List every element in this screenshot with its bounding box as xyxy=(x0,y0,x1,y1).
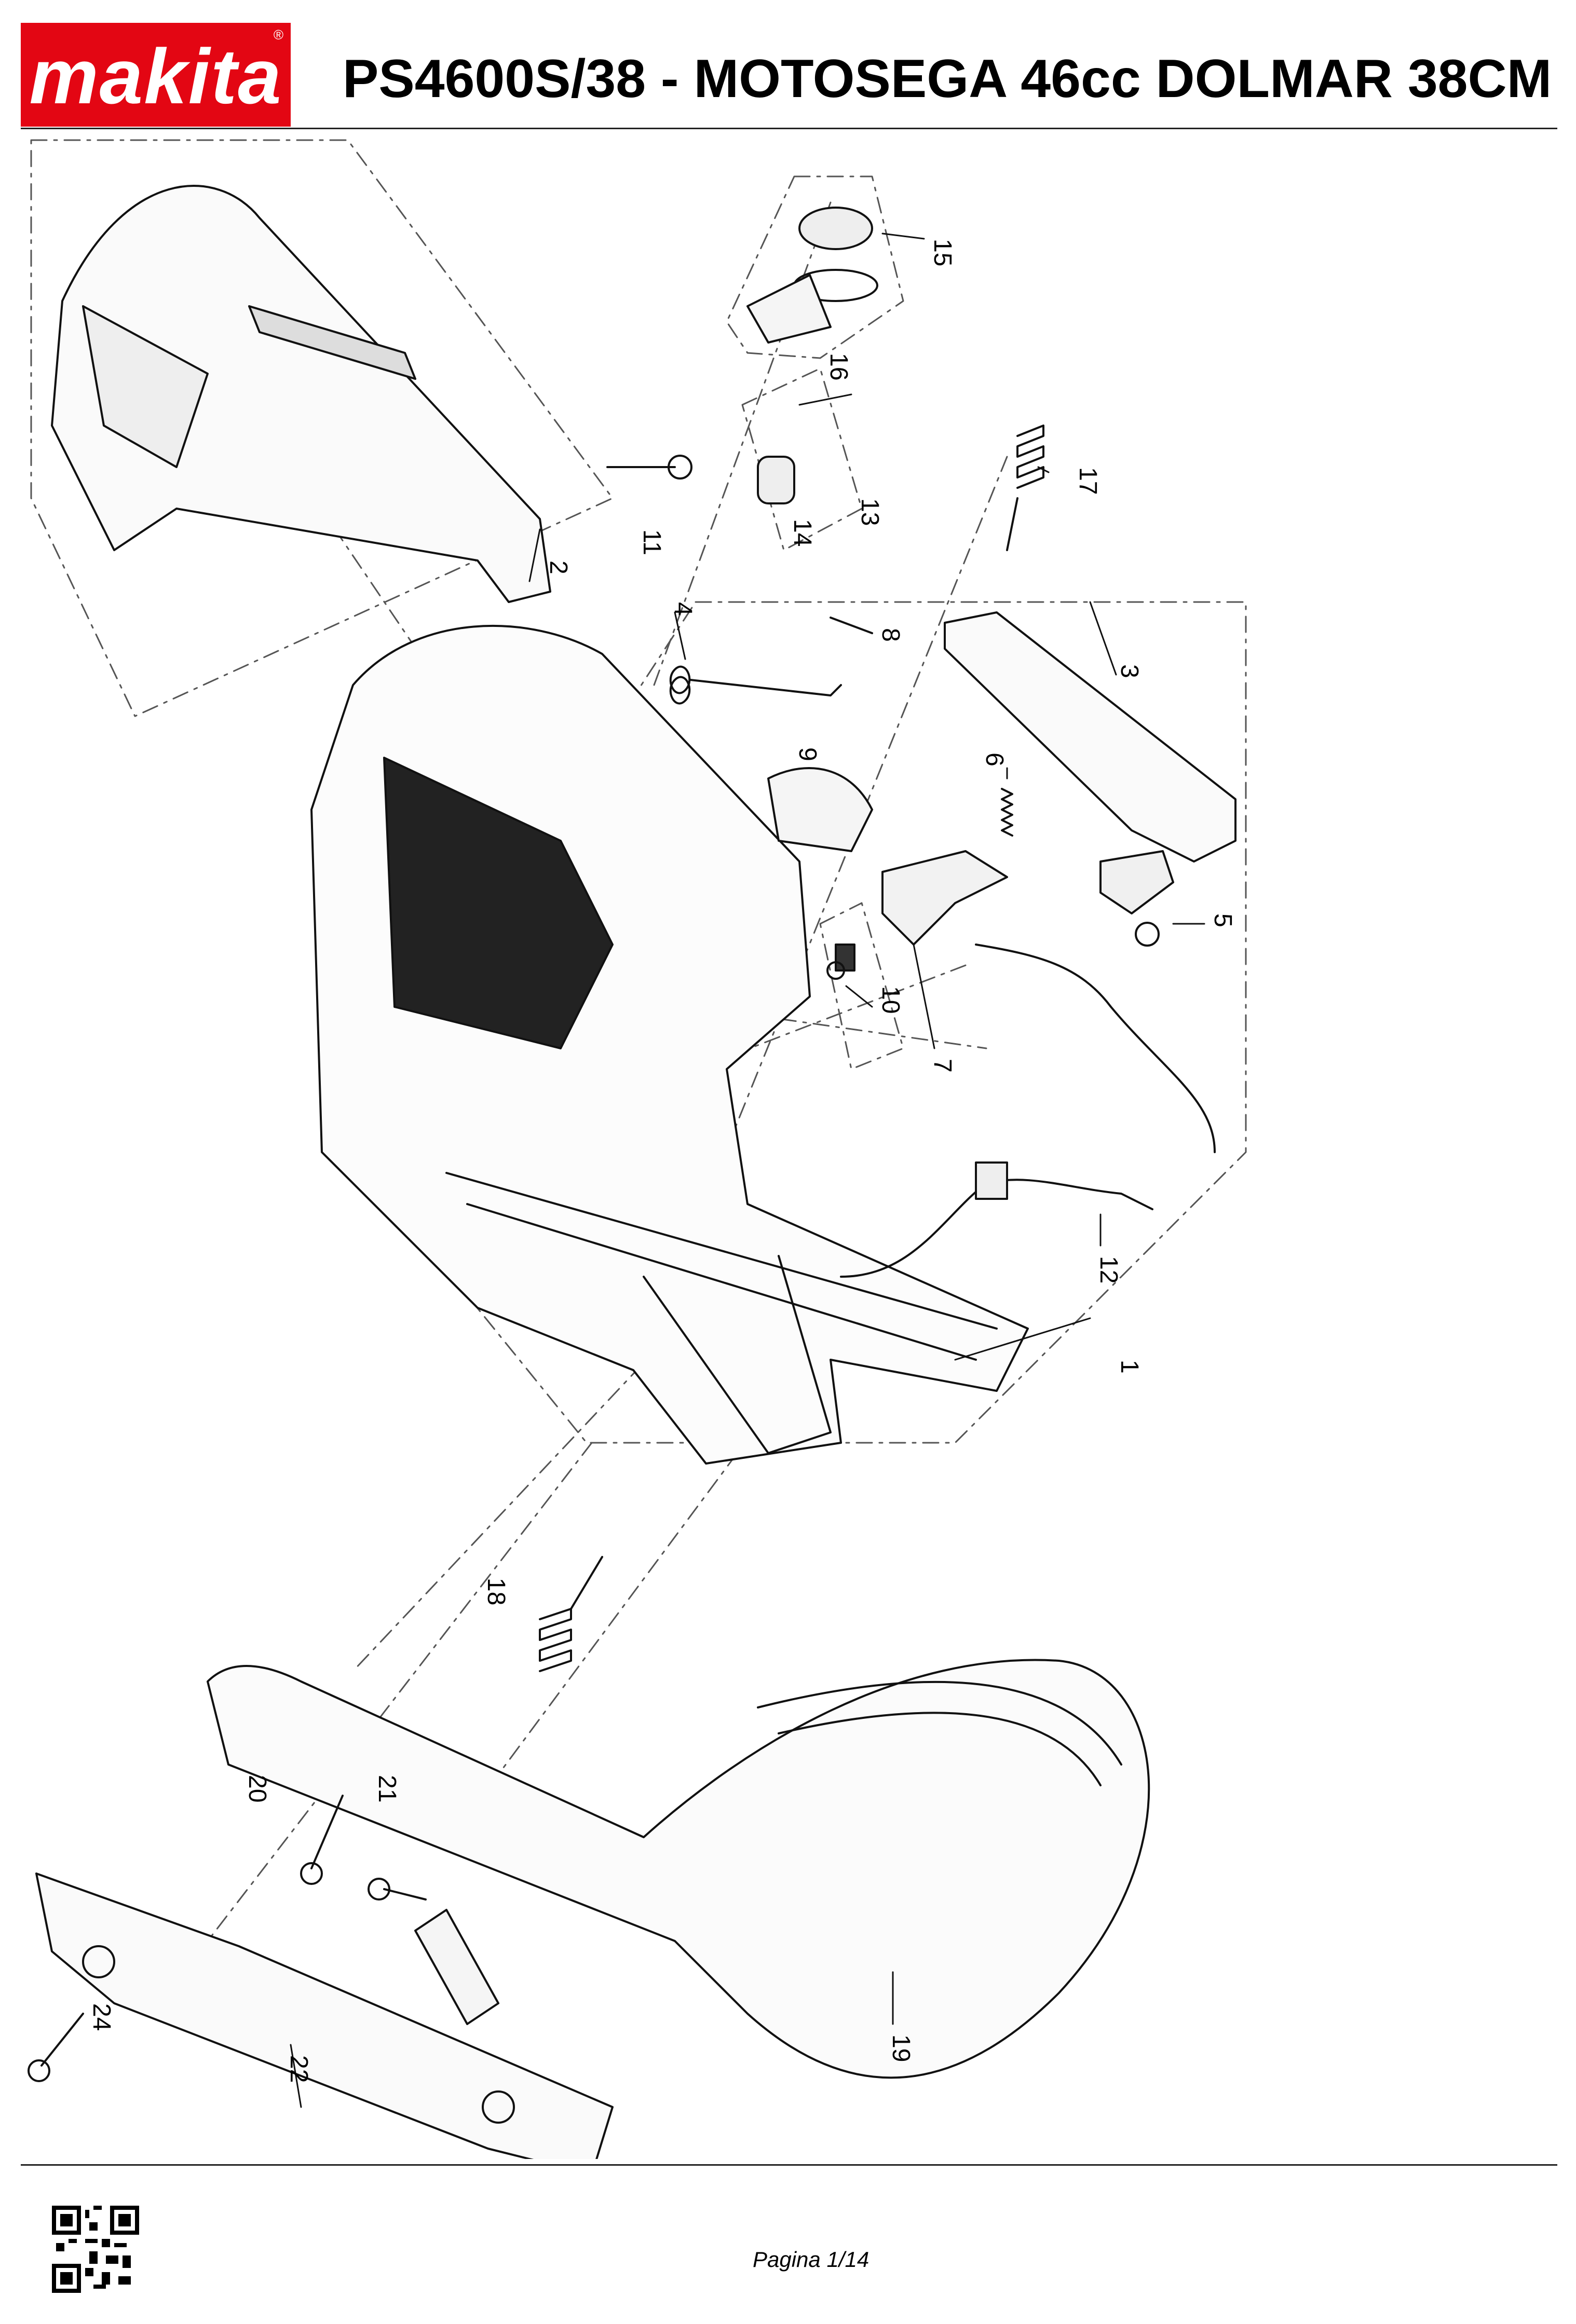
part-label-24: 24 xyxy=(88,2003,115,2031)
page-number: Pagina 1/14 xyxy=(753,2247,869,2272)
part-label-12: 12 xyxy=(1095,1256,1122,1283)
footer-divider xyxy=(21,2164,1557,2166)
qr-code-icon xyxy=(52,2206,139,2293)
part-label-8: 8 xyxy=(877,628,904,642)
part-label-13: 13 xyxy=(856,498,884,526)
part-label-4: 4 xyxy=(669,602,697,616)
part-label-2: 2 xyxy=(545,561,572,575)
part-label-7: 7 xyxy=(929,1059,956,1073)
part-label-11: 11 xyxy=(638,529,665,555)
part-label-21: 21 xyxy=(373,1775,401,1802)
part-label-18: 18 xyxy=(482,1578,510,1605)
part-label-1: 1 xyxy=(1116,1360,1143,1374)
part-label-19: 19 xyxy=(887,2034,915,2062)
part-label-9: 9 xyxy=(794,747,821,761)
page-title: PS4600S/38 - MOTOSEGA 46cc DOLMAR 38CM xyxy=(343,49,1552,109)
registered-mark: ® xyxy=(273,27,283,43)
part-label-17: 17 xyxy=(1074,467,1102,495)
part-label-5: 5 xyxy=(1209,913,1237,927)
part-label-6: 6 xyxy=(981,753,1008,767)
part-label-3: 3 xyxy=(1116,664,1143,678)
part-label-16: 16 xyxy=(825,353,852,380)
part-label-14: 14 xyxy=(789,519,816,546)
part-label-15: 15 xyxy=(929,239,956,266)
part-label-10: 10 xyxy=(877,986,904,1014)
logo-text: makita xyxy=(29,33,282,120)
part-label-20: 20 xyxy=(243,1775,271,1802)
exploded-parts-diagram: 15 16 13 14 17 11 2 4 8 3 9 6 5 10 7 12 … xyxy=(28,139,1247,2159)
makita-logo: makita ® xyxy=(21,23,291,127)
part-label-22: 22 xyxy=(285,2055,313,2083)
header-divider xyxy=(21,128,1557,129)
